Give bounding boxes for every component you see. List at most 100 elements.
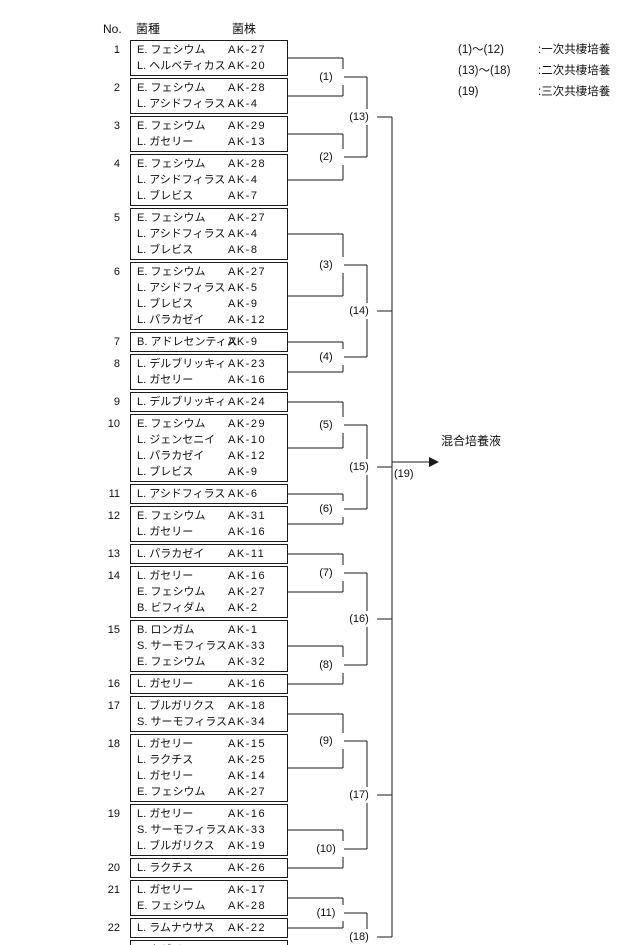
- culture-group-box: E. フェシウムAK-28L. アシドフィラスAK-4L. ブレビス AK-7: [130, 154, 288, 206]
- secondary-stage-label: (13): [341, 109, 377, 125]
- strain-label: AK-5: [228, 280, 258, 296]
- member-row: L. ラクチス AK-25: [131, 752, 287, 768]
- culture-group-box: L. ガセリーAK-16: [130, 674, 288, 694]
- member-row: E. フェシウム AK-29: [131, 416, 287, 432]
- strain-label: AK-25: [228, 752, 266, 768]
- species-label: L. アシドフィラス: [137, 172, 225, 188]
- member-row: E. フェシウム AK-28: [131, 80, 287, 96]
- culture-group-box: B. ロンガムAK-1S. サーモフィラスAK-33E. フェシウムAK-32: [130, 620, 288, 672]
- member-row: L. パラカゼイAK-12: [131, 312, 287, 328]
- species-label: L. デルブリッキィ: [137, 394, 226, 410]
- member-row: L. ガセリーAK-13: [131, 134, 287, 150]
- strain-label: AK-10: [228, 432, 266, 448]
- member-row: E. フェシウムAK-32: [131, 654, 287, 670]
- species-label: E. フェシウム: [137, 80, 205, 96]
- species-label: L. アシドフィラス: [137, 486, 225, 502]
- strain-label: AK-12: [228, 448, 266, 464]
- member-row: L. ブルガリクスAK-19: [131, 838, 287, 854]
- species-label: L. ガセリー: [137, 882, 193, 898]
- secondary-stage-label: (16): [341, 611, 377, 627]
- final-stage-label: (19): [394, 468, 414, 480]
- group-number: 21: [96, 882, 120, 898]
- group-number: 7: [96, 334, 120, 350]
- secondary-stage-label: (14): [341, 303, 377, 319]
- member-row: E. フェシウムAK-28: [131, 156, 287, 172]
- strain-label: AK-11: [228, 546, 265, 562]
- group-number: 14: [96, 568, 120, 584]
- group-number: 10: [96, 416, 120, 432]
- member-row: L. ガセリーAK-16: [131, 676, 287, 692]
- species-label: L. ガセリー: [137, 524, 193, 540]
- strain-label: AK-16: [228, 568, 266, 584]
- strain-label: AK-28: [228, 80, 266, 96]
- strain-label: AK-32: [228, 654, 266, 670]
- strain-label: AK-27: [228, 210, 266, 226]
- culture-group-box: B. アドレセンティスAK-9: [130, 332, 288, 352]
- member-row: L. アシドフィラスAK-4: [131, 172, 287, 188]
- group-number: 11: [96, 486, 120, 502]
- member-row: L. アシドフィラスAK-6: [131, 486, 287, 502]
- strain-label: AK-22: [228, 920, 266, 936]
- member-row: E. フェシウムAK-27: [131, 264, 287, 280]
- species-label: E. フェシウム: [137, 898, 205, 914]
- strain-label: AK-29: [228, 118, 266, 134]
- group-number: 1: [96, 42, 120, 58]
- group-number: 5: [96, 210, 120, 226]
- member-row: E. フェシウムAK-27: [131, 210, 287, 226]
- output-arrowhead: [429, 457, 439, 467]
- member-row: B. ロンガム AK-1: [131, 622, 287, 638]
- group-number: 15: [96, 622, 120, 638]
- culture-group-box: E. フェシウムAK-27L. アシドフィラスAK-5L. ブレビスAK-9L.…: [130, 262, 288, 330]
- strain-label: AK-27: [228, 784, 266, 800]
- member-row: L. ブレビスAK-8: [131, 242, 287, 258]
- species-label: L. ブレビス: [137, 296, 193, 312]
- strain-label: AK-33: [228, 638, 266, 654]
- member-row: E. フェシウムAK-27: [131, 42, 287, 58]
- species-label: L. アシドフィラス: [137, 226, 225, 242]
- strain-label: AK-28: [228, 156, 266, 172]
- strain-label: AK-29: [228, 416, 266, 432]
- species-label: B. ロンガム: [137, 622, 194, 638]
- species-label: L. アシドフィラス: [137, 96, 225, 112]
- strain-label: AK-16: [228, 372, 266, 388]
- culture-group-box: L. パラカゼイAK-11: [130, 544, 288, 564]
- member-row: L. ヘルベティカスAK-20: [131, 58, 287, 74]
- strain-label: AK-31: [228, 508, 266, 524]
- member-row: L. デルブリッキィAK-24: [131, 394, 287, 410]
- primary-stage-label: (7): [308, 565, 344, 581]
- species-label: L. ガセリー: [137, 676, 193, 692]
- species-label: L. ブレビス: [137, 188, 193, 204]
- species-label: L. ラクチス: [137, 752, 193, 768]
- species-label: L. アシドフィラス: [137, 280, 225, 296]
- member-row: L. ガセリーAK-16: [131, 806, 287, 822]
- member-row: L. アシドフィラスAK-5: [131, 280, 287, 296]
- strain-label: AK-1: [228, 622, 258, 638]
- member-row: L. ガセリーAK-16: [131, 568, 287, 584]
- strain-label: AK-27: [228, 264, 266, 280]
- primary-stage-label: (4): [308, 349, 344, 365]
- strain-label: AK-7: [228, 188, 258, 204]
- member-row: E. フェシウムAK-28: [131, 898, 287, 914]
- species-label: L. デルブリッキィ: [137, 356, 226, 372]
- strain-label: AK-19: [228, 838, 266, 854]
- strain-label: AK-15: [228, 736, 266, 752]
- species-label: E. フェシウム: [137, 416, 205, 432]
- strain-label: AK-9: [228, 334, 258, 350]
- member-row: S. サーモフィラスAK-33: [131, 822, 287, 838]
- culture-group-box: E. フェシウムAK-29L. ガセリーAK-13: [130, 116, 288, 152]
- strain-label: AK-24: [228, 394, 266, 410]
- strain-label: AK-9: [228, 464, 258, 480]
- species-label: L. ガセリー: [137, 134, 193, 150]
- strain-label: AK-27: [228, 42, 266, 58]
- group-number: 9: [96, 394, 120, 410]
- culture-group-box: E. フェシウムAK-29L. ジェンセニイAK-10L. パラカゼイAK-12…: [130, 414, 288, 482]
- culture-group-box: L. デルブリッキィAK-24: [130, 392, 288, 412]
- member-row: L. ブレビス AK-9: [131, 464, 287, 480]
- species-label: L. ジェンセニイ: [137, 432, 215, 448]
- group-number: 8: [96, 356, 120, 372]
- culture-group-box: L. ラクチスAK-26: [130, 858, 288, 878]
- member-row: L. ガセリーAK-16: [131, 372, 287, 388]
- species-label: L. ブレビス: [137, 464, 193, 480]
